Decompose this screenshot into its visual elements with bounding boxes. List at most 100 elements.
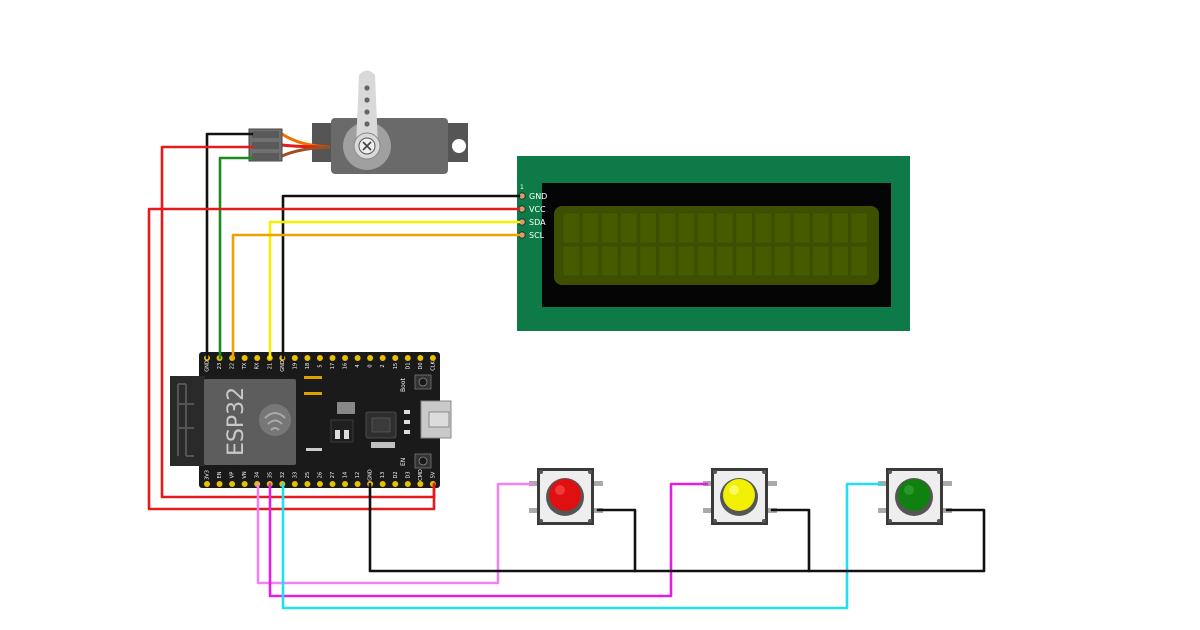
lcd-cell (697, 212, 715, 244)
esp32-bottom-pin-label: 13 (380, 472, 386, 478)
lcd-cell (562, 245, 580, 277)
servo-horn[interactable] (356, 70, 378, 147)
esp32-bottom-pin[interactable] (304, 481, 311, 487)
esp32-bottom-pin-label: 5V (430, 471, 436, 478)
esp32-top-pin[interactable] (417, 355, 424, 361)
lcd-pin-gnd[interactable]: GND (518, 192, 548, 201)
wire-button-green[interactable] (281, 482, 884, 610)
esp32-bottom-pin[interactable] (216, 481, 223, 487)
wifi-antenna (170, 376, 205, 466)
lcd-pin-index: 1 (520, 184, 524, 191)
wire-lcd-scl[interactable] (231, 233, 521, 360)
esp32-top-pin[interactable] (392, 355, 399, 361)
esp32-top-pin-label: GND (280, 360, 286, 372)
green-pushbutton[interactable] (878, 468, 952, 525)
en-button[interactable] (414, 453, 432, 469)
esp32-top-pin[interactable] (379, 355, 386, 361)
esp32-top-pin[interactable] (241, 355, 248, 361)
esp32-top-pin-label: CLK (430, 361, 436, 371)
wire-gnd-green[interactable] (807, 508, 986, 573)
lcd-pin-vcc-label: VCC (529, 205, 546, 214)
lcd-cell (639, 245, 657, 277)
wire-gnd-yellow[interactable] (633, 508, 811, 573)
esp32-bottom-pin[interactable] (229, 481, 236, 487)
yellow-button-cap[interactable] (723, 479, 755, 511)
lcd-cell (601, 212, 619, 244)
esp32-top-pin[interactable] (354, 355, 361, 361)
esp32-bottom-pin[interactable] (329, 481, 336, 487)
lcd-cell (773, 212, 792, 244)
esp32-bottom-pin[interactable] (291, 481, 298, 487)
lcd-module[interactable]: 1 GND VCC SDA SCL (517, 156, 910, 331)
esp32-top-pin-label: 19 (292, 363, 298, 369)
esp32-top-pin[interactable] (404, 355, 411, 361)
wires (147, 132, 986, 610)
esp32-top-pin-label: 23 (217, 363, 223, 369)
wire-button-yellow[interactable] (268, 482, 709, 598)
esp32-top-pin-label: RX (255, 362, 261, 369)
wire-lcd-vcc[interactable] (147, 207, 521, 511)
wire-servo-gnd[interactable] (205, 132, 254, 360)
esp32-bottom-pin-label: 3V3 (205, 470, 211, 480)
esp32-top-pin[interactable] (304, 355, 311, 361)
esp32-top-pin-label: 21 (267, 363, 273, 369)
wire-lcd-sda[interactable] (268, 220, 521, 360)
esp32-top-pin[interactable] (329, 355, 336, 361)
esp32-top-pin[interactable] (429, 355, 436, 361)
esp32-chip-label: ESP32 (224, 387, 249, 456)
esp32-bottom-pin-label: D3 (405, 471, 411, 478)
esp32-top-pin-label: 4 (355, 364, 361, 367)
esp32-bottom-pin[interactable] (379, 481, 386, 487)
wire-servo-signal[interactable] (218, 156, 254, 360)
esp32-top-pin-label: GND (205, 360, 211, 372)
lcd-pin-sda-label: SDA (529, 218, 546, 227)
esp32-top-pin-label: 0 (368, 364, 374, 367)
esp32-top-pin-label: 16 (343, 363, 349, 369)
esp32-bottom-pin-label: 32 (280, 472, 286, 478)
esp32-bottom-pin[interactable] (241, 481, 248, 487)
esp32-top-pin[interactable] (342, 355, 349, 361)
esp32-top-pin[interactable] (367, 355, 374, 361)
lcd-cell (658, 245, 676, 277)
lcd-cell (620, 245, 638, 277)
esp32-top-pin-label: 2 (380, 364, 386, 367)
lcd-character-grid (562, 212, 868, 277)
esp32-bottom-pin-label: 35 (267, 472, 273, 478)
esp32-bottom-pin-label: VP (230, 472, 236, 478)
red-button-cap[interactable] (549, 479, 581, 511)
wire-button-red[interactable] (256, 482, 535, 585)
lcd-cell (716, 212, 734, 244)
green-button-cap[interactable] (898, 479, 930, 511)
lcd-cell (677, 245, 696, 277)
esp32-top-pin[interactable] (254, 355, 261, 361)
esp32-bottom-pin-label: 26 (317, 472, 323, 478)
esp32-bottom-pin-label: D2 (393, 471, 399, 478)
esp32-bottom-pin[interactable] (316, 481, 323, 487)
boot-label: Boot (400, 378, 407, 392)
esp32-top-pin-label: 15 (393, 363, 399, 369)
lcd-cell (581, 245, 600, 277)
lcd-cell (562, 212, 580, 244)
lcd-cell (620, 212, 638, 244)
esp32-bottom-pin[interactable] (404, 481, 411, 487)
lcd-cell (697, 245, 715, 277)
esp32-bottom-pin-label: EN (217, 471, 223, 478)
wire-lcd-gnd[interactable] (281, 194, 521, 360)
esp32-bottom-pin[interactable] (204, 481, 210, 487)
esp32-top-pin-label: 5 (317, 364, 323, 367)
lcd-cell (773, 245, 792, 277)
esp32-bottom-pin[interactable] (392, 481, 399, 487)
lcd-pin-scl-label: SCL (529, 231, 545, 240)
yellow-pushbutton[interactable] (703, 468, 777, 525)
servo-motor[interactable] (248, 70, 468, 175)
boot-button[interactable] (414, 374, 432, 390)
esp32-bottom-pin[interactable] (342, 481, 349, 487)
esp32-bottom-pin[interactable] (417, 481, 424, 487)
lcd-cell (754, 212, 772, 244)
esp32-top-pin[interactable] (316, 355, 323, 361)
red-pushbutton[interactable] (529, 468, 603, 525)
esp32-bottom-pin[interactable] (354, 481, 361, 487)
esp32-top-pin[interactable] (291, 355, 298, 361)
